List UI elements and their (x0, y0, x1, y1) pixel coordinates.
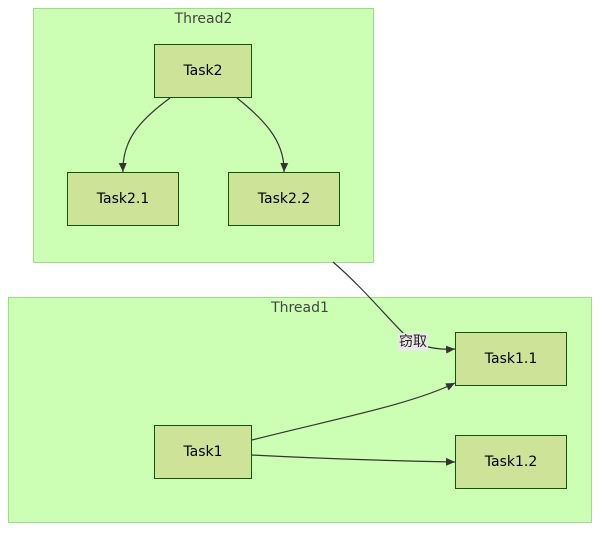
node-task1-1: Task1.1 (455, 332, 567, 386)
node-task2-2: Task2.2 (228, 172, 340, 226)
edge-label-steal: 窃取 (398, 333, 428, 351)
thread2-title: Thread2 (174, 11, 233, 27)
node-task1: Task1 (154, 425, 252, 479)
edge-task1-to-task1-1 (251, 382, 456, 441)
node-task1-2: Task1.2 (455, 435, 567, 489)
node-task2-1: Task2.1 (67, 172, 179, 226)
edge-task1-to-task1-2 (251, 454, 456, 466)
thread1-title: Thread1 (271, 300, 329, 316)
edge-task2-to-task2-2 (236, 97, 289, 173)
node-task2: Task2 (154, 44, 252, 98)
edge-task2-to-task2-1 (118, 97, 171, 173)
edge-thread2-to-task1-1 (332, 261, 456, 354)
